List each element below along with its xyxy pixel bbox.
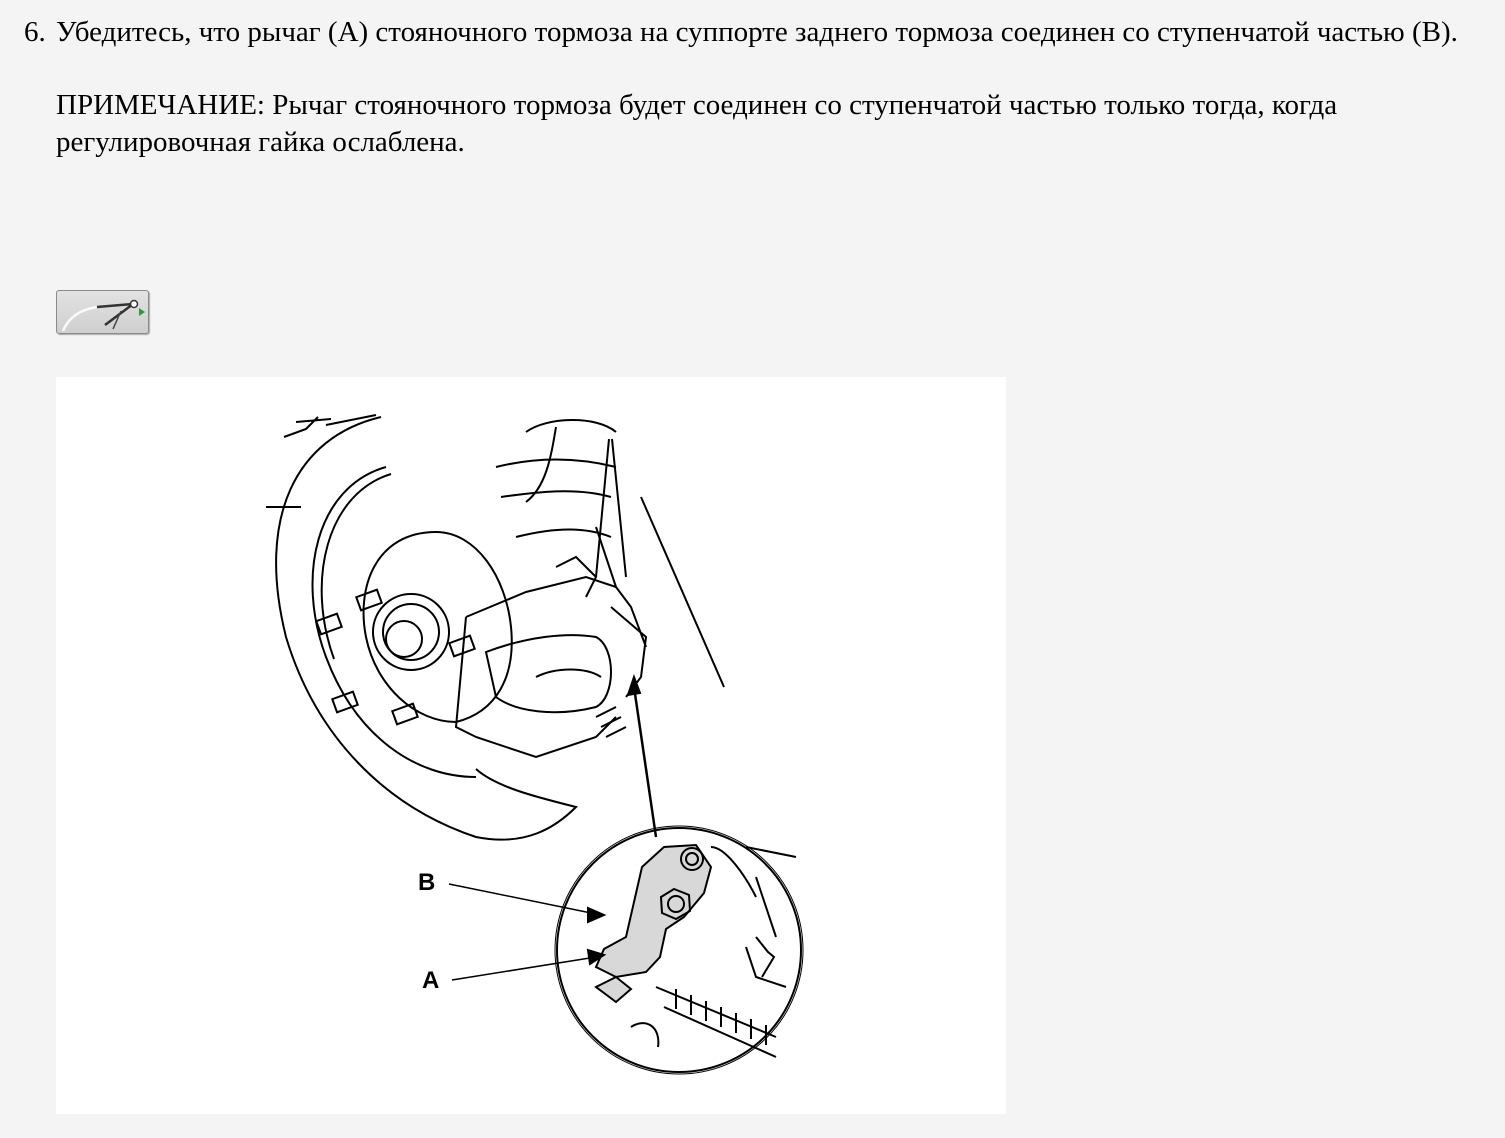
step-note: ПРИМЕЧАНИЕ: Рычаг стояночного тормоза бу… xyxy=(56,89,1338,158)
measuring-compass-icon xyxy=(61,299,145,332)
brake-illustration: B A xyxy=(56,377,1006,1114)
step-number: 6. xyxy=(24,16,46,48)
callout-label-b: B xyxy=(418,869,436,896)
instruction-step: 6. Убедитесь, что рычаг (A) стояночного … xyxy=(24,14,1494,161)
special-tool-button[interactable] xyxy=(56,290,149,334)
callout-label-a: A xyxy=(422,967,440,994)
step-text: Убедитесь, что рычаг (A) стояночного тор… xyxy=(56,16,1458,48)
